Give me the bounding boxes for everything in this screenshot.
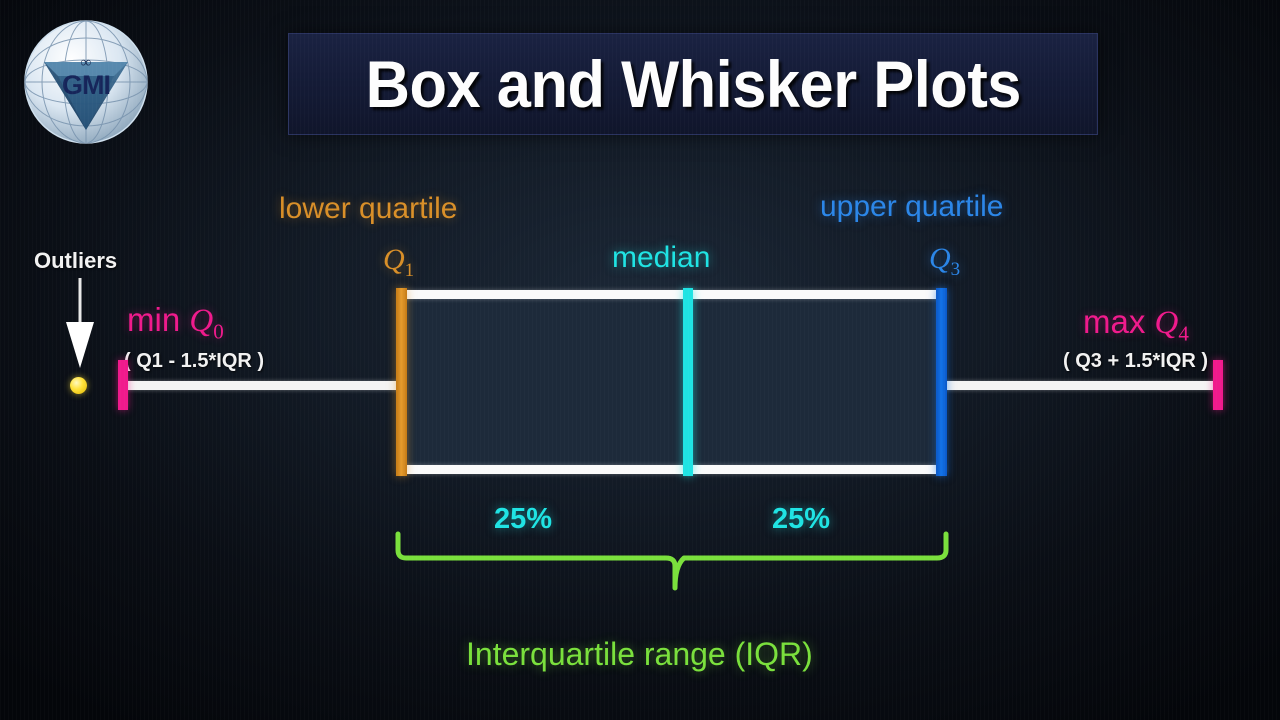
max-formula: ( Q3 + 1.5*IQR ) — [1063, 350, 1209, 372]
max-cap — [1213, 360, 1223, 410]
iqr-brace-icon — [392, 528, 952, 625]
max-subscript: 4 — [1178, 321, 1189, 346]
outlier-point — [70, 377, 87, 394]
median-line — [683, 288, 693, 476]
max-symbol: Q4 — [1154, 305, 1189, 346]
q1-edge — [396, 288, 407, 476]
lower-quartile-subscript: 1 — [404, 260, 415, 281]
box-top-edge — [401, 290, 945, 299]
gmi-globe-diamond-logo: ∞ GMI — [22, 18, 150, 146]
iqr-caption: Interquartile range (IQR) — [466, 636, 813, 672]
logo-text: GMI — [62, 70, 110, 100]
svg-text:∞: ∞ — [81, 55, 92, 71]
lower-quartile-symbol: Q1 — [383, 243, 415, 281]
upper-quartile-label: upper quartile — [820, 190, 1004, 223]
min-cap — [118, 360, 128, 410]
outlier-arrow-icon — [63, 278, 97, 375]
min-label-group: min Q0 — [127, 303, 224, 343]
title-banner: Box and Whisker Plots — [288, 33, 1098, 135]
max-label-group: max Q4 — [1083, 305, 1189, 345]
max-label: max — [1083, 303, 1146, 340]
right-whisker-line — [939, 381, 1219, 390]
median-label: median — [612, 241, 711, 274]
left-whisker-line — [123, 381, 403, 390]
min-formula: ( Q1 - 1.5*IQR ) — [124, 350, 265, 372]
box-bottom-edge — [401, 465, 945, 474]
min-subscript: 0 — [213, 319, 224, 344]
q3-edge — [936, 288, 947, 476]
min-symbol: Q0 — [189, 303, 224, 344]
percent-right-label: 25% — [772, 503, 831, 535]
lower-quartile-label: lower quartile — [279, 192, 458, 225]
iqr-box — [401, 290, 945, 474]
percent-left-label: 25% — [494, 503, 553, 535]
page-title: Box and Whisker Plots — [365, 47, 1021, 121]
upper-quartile-subscript: 3 — [950, 259, 961, 280]
outliers-label: Outliers — [34, 248, 118, 273]
upper-quartile-symbol: Q3 — [929, 242, 961, 280]
min-label: min — [127, 301, 181, 338]
